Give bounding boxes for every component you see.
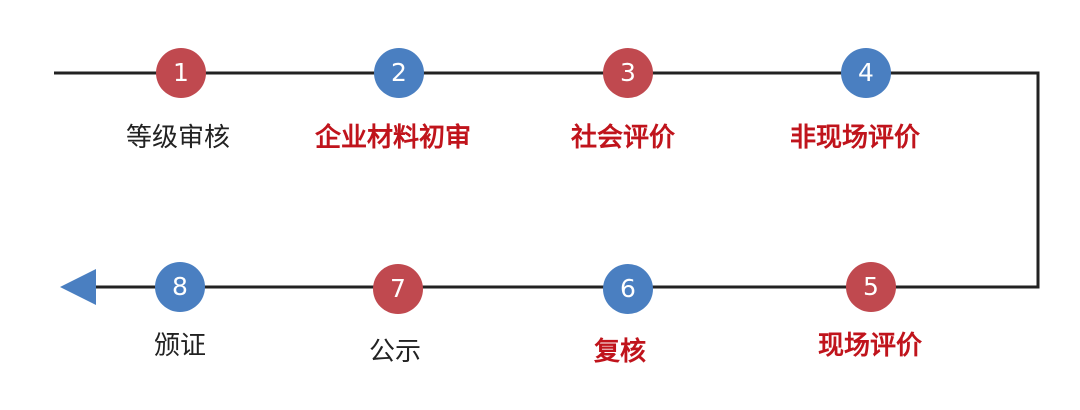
step-2-node: 2 bbox=[374, 48, 424, 98]
step-5-label: 现场评价 bbox=[817, 331, 923, 361]
step-1-node: 1 bbox=[156, 48, 206, 98]
step-3-node: 3 bbox=[603, 48, 653, 98]
flow-arrowhead-icon bbox=[60, 269, 96, 305]
step-3-label: 社会评价 bbox=[570, 123, 676, 153]
step-4-node: 4 bbox=[841, 48, 891, 98]
step-5-node: 5 bbox=[846, 262, 896, 312]
step-8-node: 8 bbox=[155, 262, 205, 312]
step-7-node: 7 bbox=[373, 264, 423, 314]
step-6-node: 6 bbox=[603, 264, 653, 314]
step-6-label: 复核 bbox=[593, 337, 647, 367]
step-8-label: 颁证 bbox=[153, 331, 207, 361]
step-2-label: 企业材料初审 bbox=[314, 123, 472, 153]
step-7-label: 公示 bbox=[368, 337, 422, 367]
step-1-label: 等级审核 bbox=[125, 123, 231, 153]
flow-line bbox=[54, 71, 1040, 289]
step-4-label: 非现场评价 bbox=[789, 123, 921, 153]
